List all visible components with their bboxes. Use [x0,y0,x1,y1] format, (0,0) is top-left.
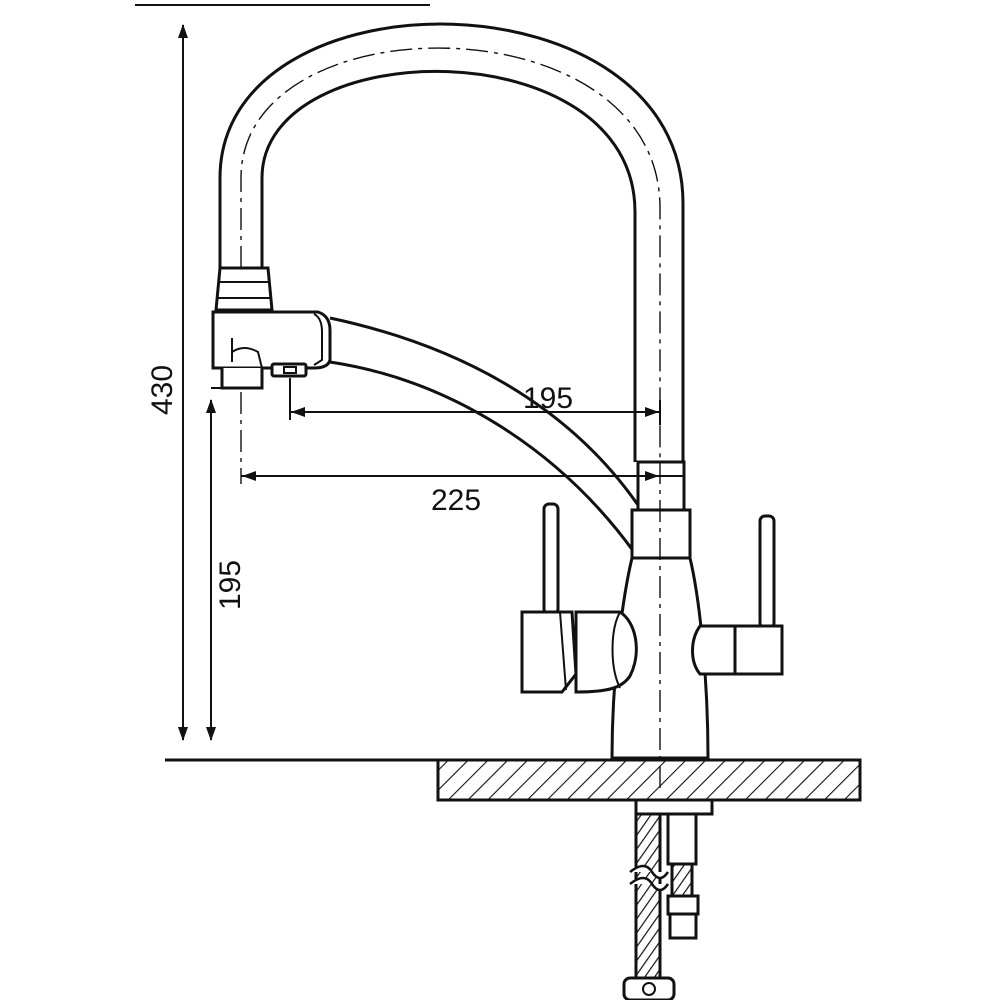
left-lever-handle [520,502,578,694]
spout-outer-outline [218,22,685,462]
body-neck [630,508,692,560]
dimension-label-spout-height: 195 [214,560,247,610]
filter-tube-nut [666,894,700,916]
right-cartridge [691,624,737,676]
gooseneck-spout [218,22,685,462]
spout-centerline [240,47,661,462]
braided-hose-left [634,812,662,984]
right-lever-rod [758,514,776,630]
right-lever-handle [733,514,784,676]
dimension-total-height [135,4,430,741]
spray-head-nozzle [220,368,264,390]
dimension-reach-short [289,378,661,425]
dimension-label-reach-short: 195 [523,382,573,415]
spray-head-body [211,310,332,370]
spout-inner-outline [260,69,637,462]
filter-spout-lower [329,360,636,553]
left-lever-rod [542,502,560,616]
countertop-section [436,758,862,802]
left-lever-base [520,610,578,694]
dimension-spout-height [206,387,240,741]
mounting-hardware [622,798,714,1000]
countertop [165,758,862,802]
filter-spout [329,316,642,553]
left-cartridge [574,610,638,694]
filter-spout-upper [329,316,642,509]
dimension-label-total-height: 430 [146,365,179,415]
right-lever-base [733,624,784,676]
mounting-nut [634,798,714,816]
filter-tube-thread [670,862,694,898]
swivel-collar [636,460,686,512]
spray-head-collar [214,266,274,312]
spray-head [211,266,332,390]
dimension-label-reach-long: 225 [431,484,481,517]
faucet-body [574,460,737,760]
dimension-reach-long [240,392,660,484]
filter-tube [666,812,698,866]
